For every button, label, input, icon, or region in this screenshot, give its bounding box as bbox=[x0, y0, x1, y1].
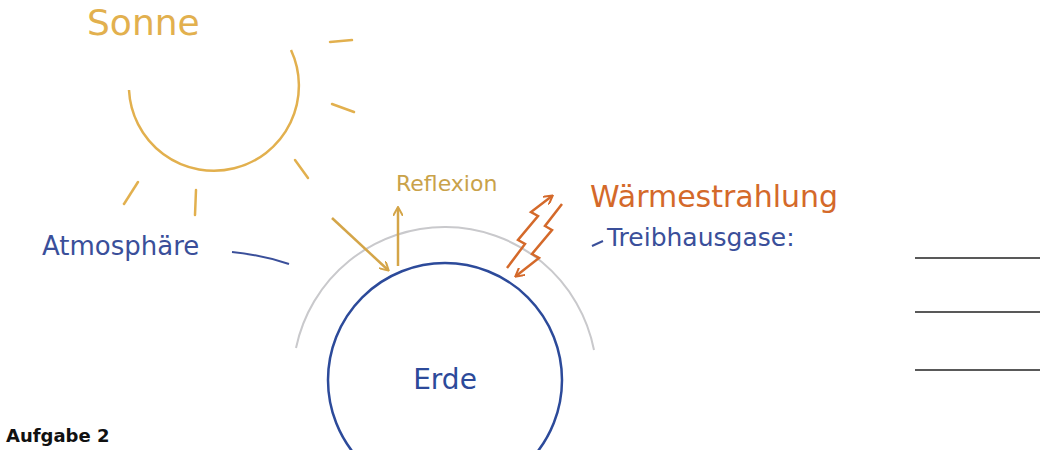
answer-lines bbox=[915, 258, 1040, 370]
atmosphere-arc bbox=[296, 227, 594, 350]
sunlight-arrow bbox=[332, 218, 388, 270]
arrow-label: Wärmestrahlung bbox=[590, 180, 838, 213]
node-text: Sonne bbox=[87, 3, 200, 43]
node-text: Erde bbox=[413, 365, 477, 396]
reflection-arrow bbox=[397, 208, 400, 266]
sun: Sonne bbox=[125, 0, 295, 165]
earth: Erde bbox=[327, 262, 563, 450]
leader-line bbox=[592, 241, 603, 246]
sun-rays bbox=[124, 40, 354, 215]
part-label: Treibhausgase: bbox=[607, 224, 795, 252]
part-label: Atmosphäre bbox=[42, 232, 199, 261]
task-heading: Aufgabe 2 bbox=[6, 426, 110, 446]
heat-radiation-arrow bbox=[507, 196, 552, 268]
leader-line bbox=[232, 252, 289, 264]
earth-shape bbox=[327, 262, 563, 450]
heat-radiation-arrow bbox=[516, 204, 562, 276]
arrow-label: Reflexion bbox=[396, 172, 497, 196]
